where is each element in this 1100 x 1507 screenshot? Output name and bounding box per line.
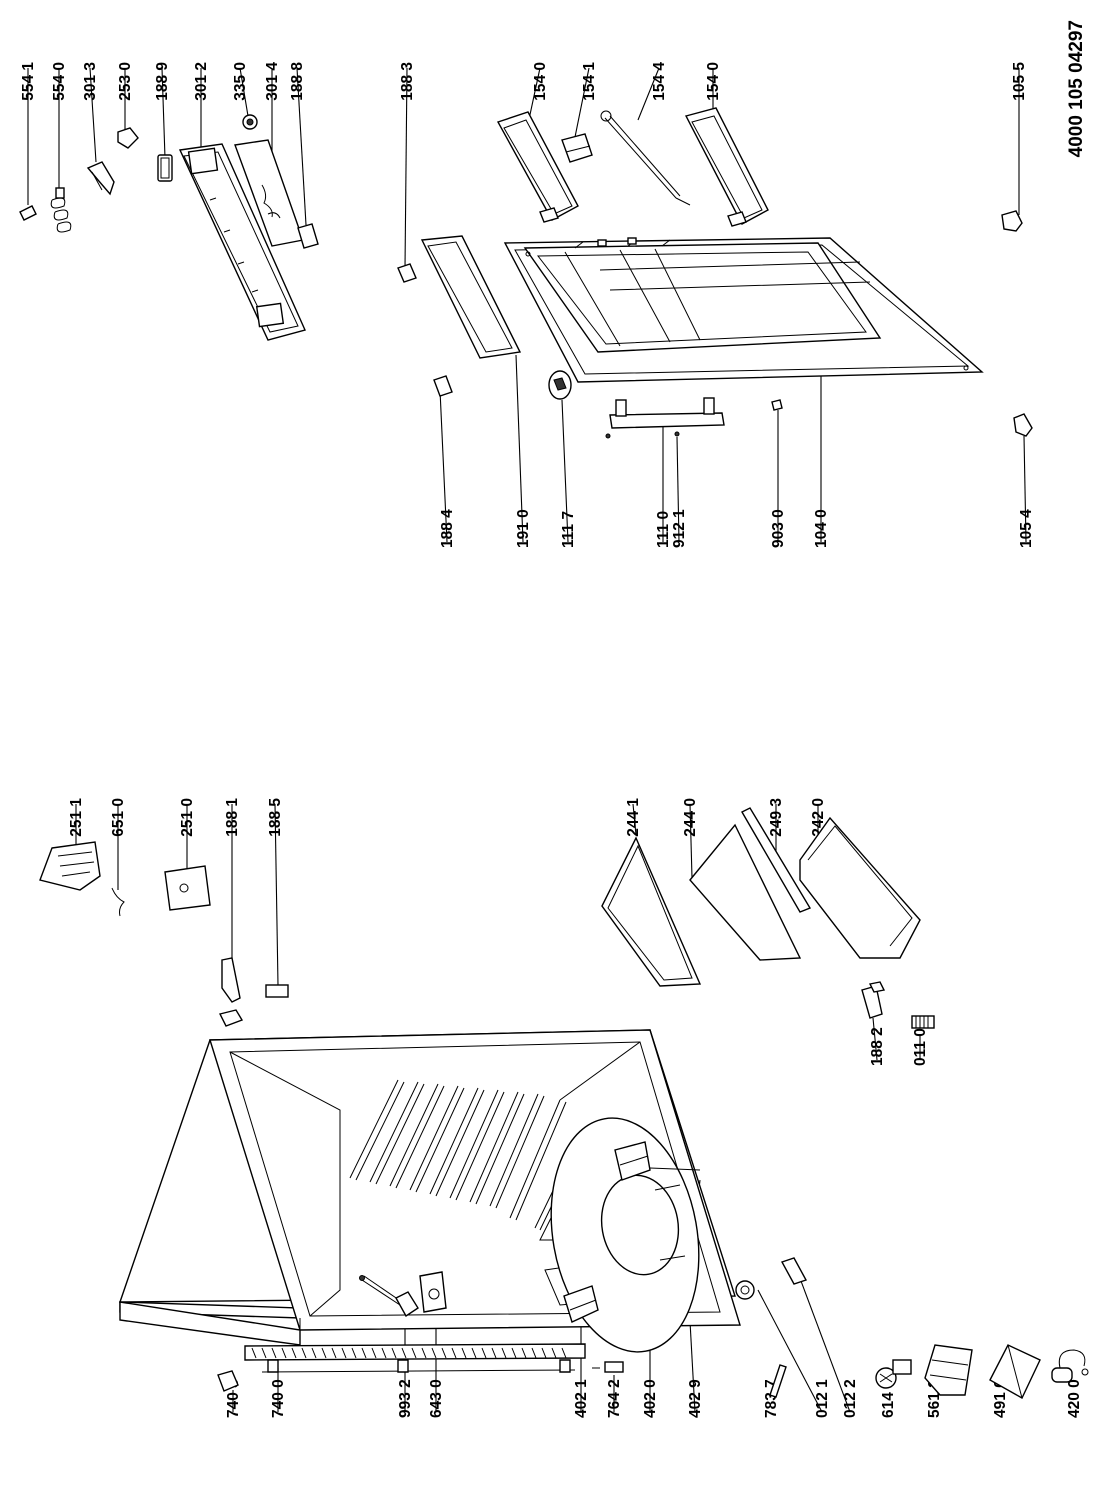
cable-651-0 (111, 887, 125, 917)
part-491-0 (989, 1344, 1041, 1399)
label-188-3: 188 3 (399, 62, 416, 101)
bracket-188-2 (861, 981, 886, 1019)
label-402-9: 402 9 (687, 1379, 704, 1418)
part-105-4 (1013, 413, 1033, 437)
hinge-spring-parts (19, 114, 258, 233)
bracket-188-1 (218, 957, 244, 1027)
label-012-2: 012 2 (842, 1379, 859, 1418)
label-188-4: 188 4 (439, 509, 456, 548)
crisper-242-0 (799, 816, 921, 959)
thermostat-993-2 (359, 1275, 419, 1318)
part-012-2 (780, 1257, 808, 1285)
part-420-0 (1051, 1349, 1089, 1383)
document-number: 4000 105 04297 (1066, 20, 1087, 157)
label-188-2: 188 2 (869, 1027, 886, 1066)
label-244-1: 244 1 (625, 798, 642, 837)
label-154-1: 154 1 (581, 62, 598, 101)
control-panel-301-2 (178, 143, 306, 341)
label-105-4: 105 4 (1018, 509, 1035, 548)
door-assembly (420, 235, 984, 383)
label-154-0-a: 154 0 (532, 62, 549, 101)
label-912-1: 912 1 (671, 509, 688, 548)
leader-lines (27, 67, 1027, 1413)
part-188-3 (397, 263, 417, 283)
compressor-compartment (550, 1117, 701, 1353)
shelf-244-1 (601, 836, 702, 987)
label-111-7: 111 7 (560, 511, 577, 548)
part-105-5 (1001, 210, 1023, 232)
part-783-7 (769, 1364, 787, 1398)
badge-111-7 (548, 370, 572, 400)
part-643-0 (419, 1271, 447, 1313)
label-335-0: 335 0 (232, 62, 249, 101)
part-188-4 (433, 375, 453, 397)
condenser-740-0 (244, 1343, 586, 1373)
label-012-1: 012 1 (814, 1379, 831, 1418)
label-420-0: 420 0 (1066, 1379, 1083, 1418)
part-764-2 (604, 1361, 624, 1373)
part-561-2 (924, 1344, 973, 1396)
handle-111-0 (605, 397, 725, 439)
part-188-8 (297, 223, 319, 249)
part-012-1 (735, 1280, 755, 1300)
screw-011-0 (911, 1015, 935, 1029)
part-903-0 (771, 399, 783, 411)
label-191-0: 191 0 (515, 509, 532, 548)
part-251-0 (164, 865, 211, 911)
label-154-4: 154 4 (651, 62, 668, 101)
shelf-244-0 (689, 823, 802, 961)
shelf-trim-249-3 (741, 807, 812, 913)
part-614-0 (875, 1359, 912, 1389)
fan-cover-251-1 (39, 841, 101, 891)
part-740-3 (217, 1370, 239, 1392)
label-614-0: 614 0 (880, 1379, 897, 1418)
door-bins (496, 107, 769, 227)
part-188-5 (265, 984, 289, 998)
